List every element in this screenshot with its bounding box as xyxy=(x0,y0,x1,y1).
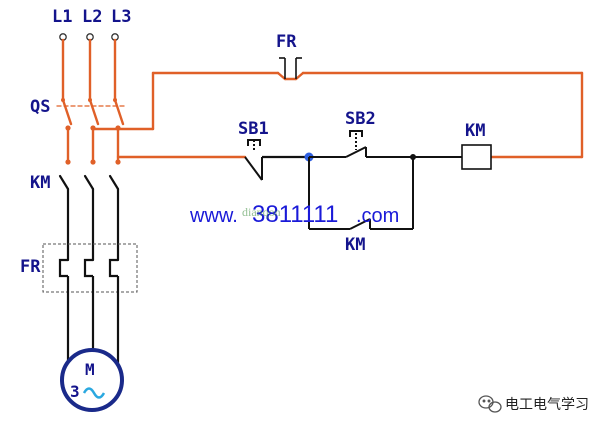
power-wiring xyxy=(56,38,584,164)
ac-wave-icon xyxy=(82,387,106,399)
label-km-aux: KM xyxy=(345,235,365,255)
watermark-number: 3811111 xyxy=(252,201,338,228)
label-l1: L1 xyxy=(52,7,72,27)
contact-dots xyxy=(61,98,121,165)
watermark-faint: dianqon xyxy=(242,205,281,219)
label-qs: QS xyxy=(30,97,50,117)
km-coil xyxy=(461,144,492,170)
label-l2: L2 xyxy=(82,7,102,27)
sb1-stop-button xyxy=(244,139,309,181)
motor-ring xyxy=(60,348,124,412)
label-sb2: SB2 xyxy=(345,109,376,129)
label-fr-control: FR xyxy=(276,32,297,52)
motor: M 3 xyxy=(60,348,124,412)
label-l3: L3 xyxy=(111,7,131,27)
brand-name: 电工电气学习 xyxy=(505,397,589,413)
label-km-coil: KM xyxy=(465,121,485,141)
watermark: www. 3811111 .com dianqon xyxy=(189,201,399,228)
motor-phase: 3 xyxy=(70,382,80,401)
watermark-prefix: www. xyxy=(189,205,238,227)
label-fr-main: FR xyxy=(20,257,41,277)
label-sb1: SB1 xyxy=(238,119,269,139)
wechat-icon xyxy=(478,395,502,413)
km-aux-contact xyxy=(308,157,414,230)
fr-thermal-elements xyxy=(58,258,120,368)
fr-contact-head xyxy=(279,57,302,79)
sb2-start-button xyxy=(309,130,413,158)
label-km-main: KM xyxy=(30,173,50,193)
main-contactor-km xyxy=(58,174,120,262)
watermark-suffix: .com xyxy=(356,205,399,227)
motor-letter: M xyxy=(85,360,95,379)
brand-footer: 电工电气学习 xyxy=(478,395,589,413)
fr-thermal-box xyxy=(42,243,138,293)
